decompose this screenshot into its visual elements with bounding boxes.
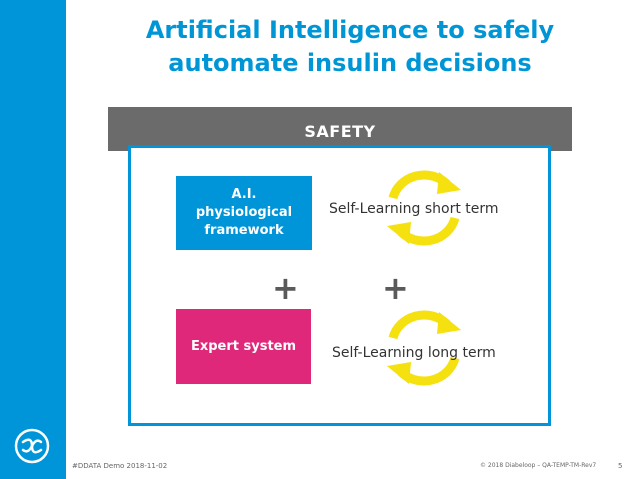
diabeloop-logo-icon [14, 428, 50, 464]
ai-framework-label: A.I. physiological framework [195, 187, 293, 238]
plus-sign-right: + [382, 269, 409, 307]
slide-title: Artificial Intelligence to safely automa… [100, 14, 600, 80]
ai-framework-box: A.I. physiological framework [176, 176, 312, 250]
expert-system-box: Expert system [176, 309, 311, 384]
self-learning-short-term-label: Self-Learning short term [329, 201, 499, 217]
footer-copyright: © 2018 Diabeloop – QA-TEMP-TM-Rev7 [480, 462, 597, 469]
expert-system-label: Expert system [190, 338, 297, 354]
footer-event: #DDATA Demo 2018-11-02 [72, 462, 168, 470]
self-learning-long-term-label: Self-Learning long term [332, 345, 496, 361]
title-line-1: Artificial Intelligence to safely [145, 16, 555, 44]
circular-arrows-icon [387, 310, 461, 386]
left-sidebar-band [0, 0, 66, 479]
safety-label: SAFETY [304, 122, 376, 141]
circular-arrows-icon [387, 170, 461, 246]
page-number: 5 [618, 462, 623, 470]
plus-sign-left: + [272, 269, 299, 307]
safety-bar: SAFETY [108, 107, 572, 151]
title-line-2: automate insulin decisions [168, 49, 532, 77]
